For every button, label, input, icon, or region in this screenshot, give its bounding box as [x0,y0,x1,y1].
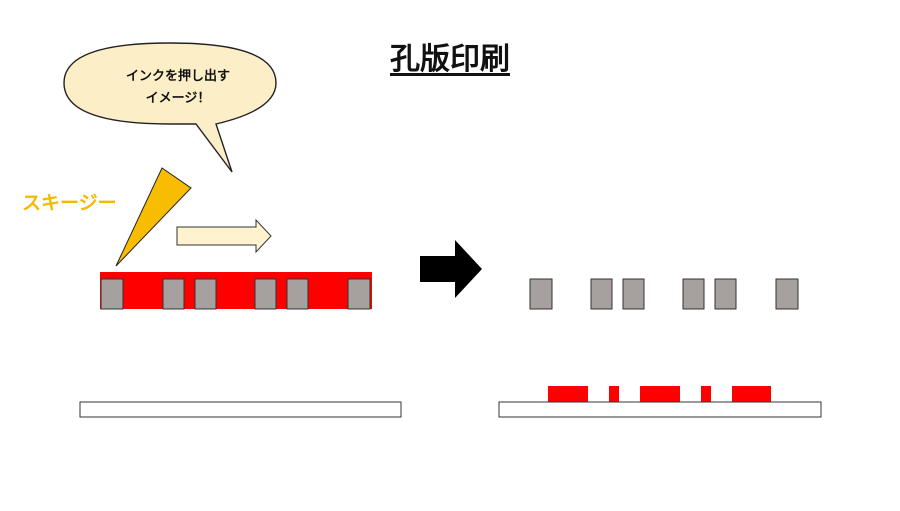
title-text: 孔版印刷 [390,42,510,77]
direction-arrow [176,218,272,254]
bubble-line-1: インクを押し出す [125,69,230,84]
page-title: 孔版印刷 [0,34,900,78]
ink-deposit [640,386,680,402]
stencil-block [100,278,124,310]
big-arrow [420,240,482,298]
stencil-block [714,278,737,310]
stencil-block [194,278,217,310]
stencil-block [775,278,799,310]
stencil-block [590,278,613,310]
left-stencil-blocks [100,278,371,310]
right-stencil-blocks [529,278,799,310]
squeegee-label: スキージー [22,192,117,214]
right-substrate [498,401,822,418]
speech-bubble [63,42,277,173]
bubble-text: インクを押し出す イメージ！ [78,66,278,110]
stencil-block [162,278,185,310]
ink-fill [100,279,372,309]
ink-deposit [548,386,588,402]
stencil-block [529,278,553,310]
squeegee [115,167,192,267]
stencil-block [347,278,371,310]
stencil-block [682,278,705,310]
ink-deposit [732,386,771,402]
stencil-block [622,278,645,310]
stencil-block [254,278,277,310]
ink-deposit [609,386,619,402]
left-substrate [79,401,402,418]
ink-top-layer [100,272,372,279]
stencil-block [286,278,309,310]
ink-deposit [701,386,711,402]
printed-ink [548,386,771,402]
bubble-line-2: イメージ！ [145,91,211,106]
